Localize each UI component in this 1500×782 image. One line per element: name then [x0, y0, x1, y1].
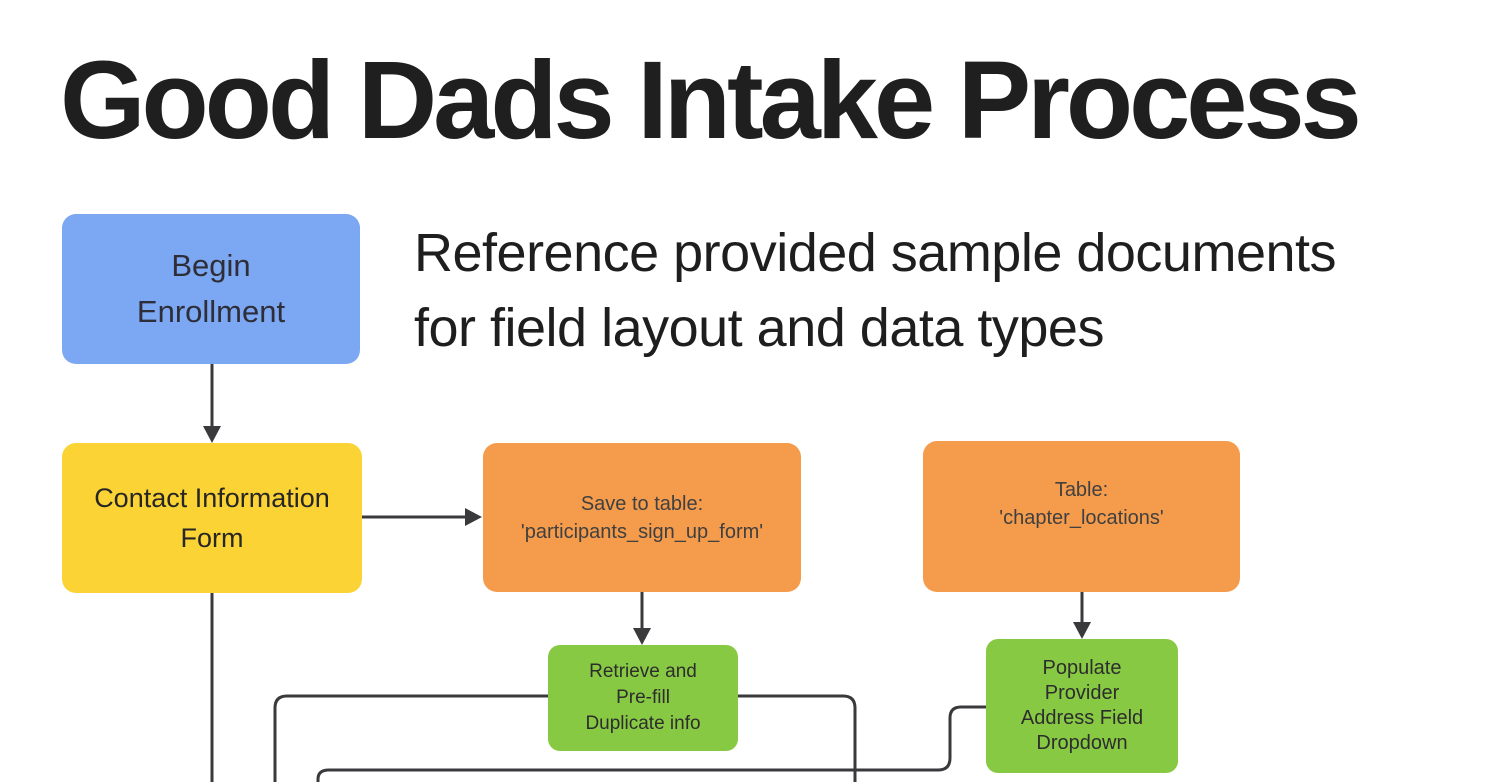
page-title: Good Dads Intake Process: [60, 39, 1362, 162]
node-begin-enrollment: Begin Enrollment: [62, 214, 360, 364]
arrowhead-chapter-to-populate: [1073, 622, 1091, 639]
arrowhead-begin-to-contact: [203, 426, 221, 443]
arrowhead-contact-to-save: [465, 508, 482, 526]
node-label: Contact Information Form: [94, 483, 330, 553]
node-label: Retrieve and Pre-fill Duplicate info: [585, 661, 701, 734]
node-contact-information-form: Contact Information Form: [62, 443, 362, 593]
node-populate-provider: Populate Provider Address Field Dropdown: [986, 639, 1178, 773]
edge-offscreen-to-populate: [316, 705, 986, 782]
node-label: Begin Enrollment: [136, 248, 286, 329]
node-label: Populate Provider Address Field Dropdown: [1020, 657, 1144, 754]
node-save-to-table: Save to table: 'participants_sign_up_for…: [483, 443, 801, 592]
arrowhead-save-to-retrieve: [633, 628, 651, 645]
node-label: Save to table: 'participants_sign_up_for…: [520, 492, 764, 543]
node-retrieve-prefill: Retrieve and Pre-fill Duplicate info: [548, 645, 738, 751]
node-chapter-locations-table: Table: 'chapter_locations': [923, 441, 1240, 592]
page-subtitle: Reference provided sample documents for …: [414, 223, 1337, 358]
node-label: Table: 'chapter_locations': [999, 478, 1164, 529]
